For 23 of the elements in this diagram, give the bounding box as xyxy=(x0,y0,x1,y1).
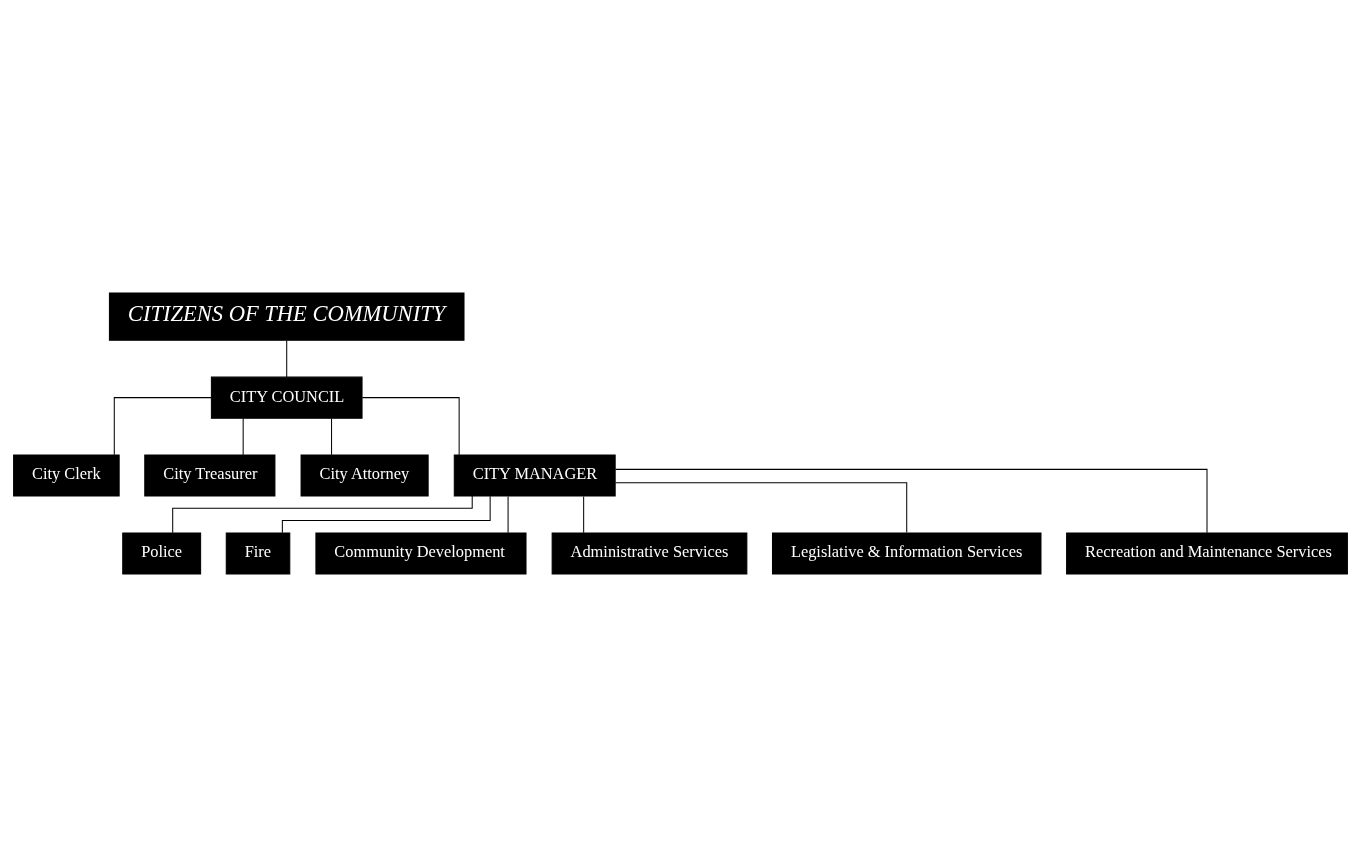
node-box: City Clerk xyxy=(12,454,120,497)
node-box: City Treasurer xyxy=(143,454,275,497)
node-box: Recreation and Maintenance Services xyxy=(1065,532,1348,575)
connector xyxy=(507,495,509,534)
connector xyxy=(171,495,473,534)
node-box: Community Development xyxy=(314,532,526,575)
node-box: City Attorney xyxy=(300,454,429,497)
connector xyxy=(614,482,907,534)
connector xyxy=(242,418,244,456)
connector xyxy=(361,397,460,456)
node-box: CITY COUNCIL xyxy=(210,376,363,419)
connector xyxy=(582,495,584,534)
connector xyxy=(281,495,491,534)
node-box: CITIZENS OF THE COMMUNITY xyxy=(108,292,464,341)
node-box: Administrative Services xyxy=(551,532,747,575)
connector xyxy=(285,340,287,378)
connector xyxy=(614,468,1207,534)
node-box: Fire xyxy=(225,532,290,575)
connector xyxy=(113,397,212,456)
node-box: Police xyxy=(121,532,201,575)
node-box: CITY MANAGER xyxy=(453,454,616,497)
connector xyxy=(330,418,332,456)
node-box: Legislative & Information Services xyxy=(771,532,1041,575)
